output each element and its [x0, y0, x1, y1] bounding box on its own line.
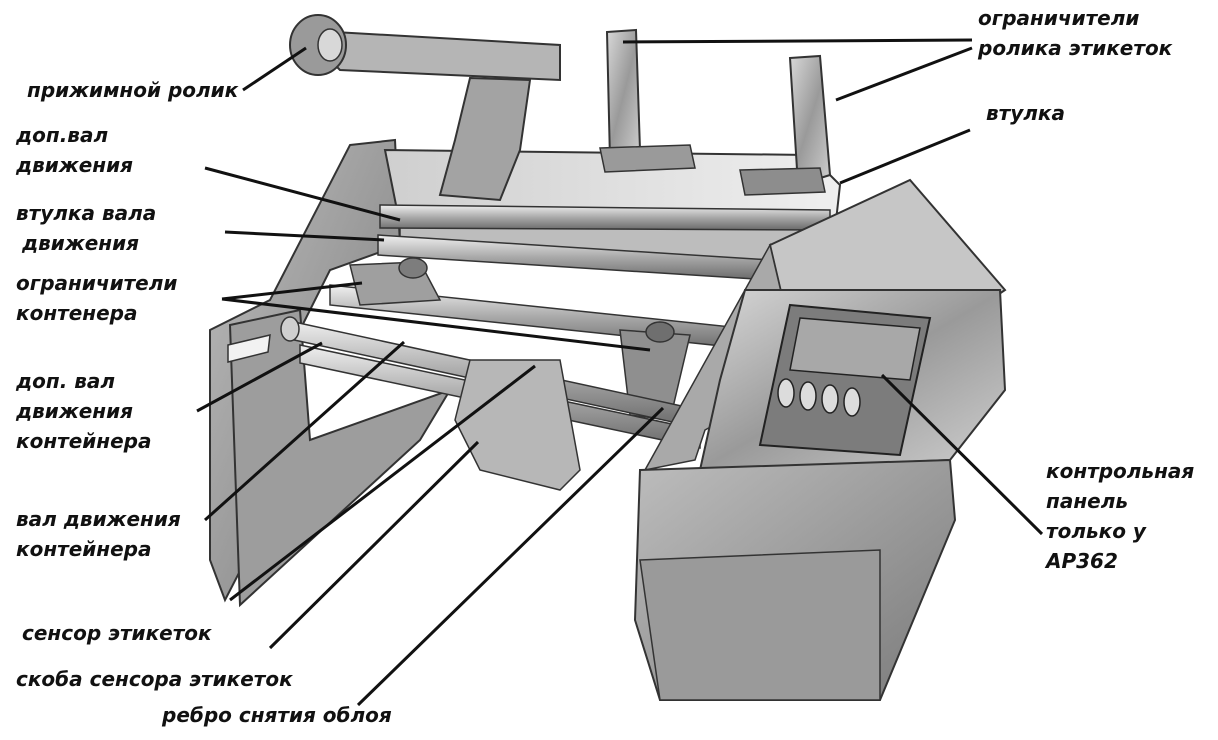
label-container-guides: ограничители контенера [16, 268, 177, 328]
label-container-drive-shaft: вал движения контейнера [16, 504, 181, 564]
label-aux-drive-shaft-line2: движения [16, 153, 133, 177]
leader-aux-drive-shaft [204, 166, 401, 222]
label-drive-shaft-hub: втулка вала движения [16, 198, 156, 258]
label-control-panel-line1: контрольная [1046, 459, 1195, 483]
label-control-panel-line2: панель [1046, 489, 1128, 513]
label-roll-guide-right-base [739, 167, 826, 196]
label-pressure-roller: прижимной ролик [27, 78, 239, 102]
leader-hub [839, 128, 971, 185]
base-housing-front [639, 549, 881, 701]
label-roll-guide-left [605, 28, 642, 162]
label-hub: втулка [986, 101, 1066, 125]
leader-pressure-roller [242, 46, 307, 92]
label-label-roll-guides-line2: ролика этикеток [978, 36, 1173, 60]
pressure-roller-hub [317, 28, 343, 62]
leader-container-guide-left [221, 281, 363, 301]
label-aux-drive-shaft: доп.вал движения [16, 120, 133, 180]
label-aux-container-drive-shaft: доп. вал движения контейнера [16, 366, 152, 456]
display-window [789, 317, 921, 381]
label-control-panel-line4: AP362 [1046, 549, 1118, 573]
label-label-sensor: сенсор этикеток [22, 621, 212, 645]
container-guide-right-knob [645, 321, 675, 343]
leader-container-guide-right [221, 297, 651, 352]
label-control-panel: контрольная панель только у AP362 [1046, 456, 1194, 576]
shaft-slot [227, 334, 271, 363]
leader-label-sensor [229, 364, 536, 602]
label-container-guides-line2: контенера [16, 301, 138, 325]
panel-button-3 [821, 384, 839, 414]
arm-bracket [438, 76, 532, 202]
label-aux-container-drive-shaft-line2: движения [16, 399, 133, 423]
leader-peel-edge [356, 406, 665, 707]
label-container-drive-shaft-line2: контейнера [16, 537, 152, 561]
container-guide-left-knob [398, 257, 428, 279]
panel-button-1 [777, 378, 795, 408]
leader-control-panel [880, 373, 1044, 536]
label-aux-container-drive-shaft-line3: контейнера [16, 429, 152, 453]
leader-label-roll-guide-right [835, 46, 973, 102]
label-container-guides-line1: ограничители [16, 271, 178, 295]
aux-drive-shaft [379, 204, 831, 231]
leader-drive-shaft-hub [224, 230, 385, 242]
label-label-roll-guides: ограничители ролика этикеток [978, 3, 1172, 63]
label-aux-drive-shaft-line1: доп.вал [16, 123, 109, 147]
leader-label-roll-guide-left [622, 38, 973, 44]
label-roll-guide-right [788, 54, 832, 187]
label-aux-container-drive-shaft-line1: доп. вал [16, 369, 116, 393]
label-label-roll-guides-line1: ограничители [978, 6, 1140, 30]
label-drive-shaft-hub-line2: движения [22, 231, 139, 255]
panel-button-4 [843, 387, 861, 417]
label-container-drive-shaft-line1: вал движения [16, 507, 181, 531]
label-label-sensor-bracket: скоба сенсора этикеток [16, 667, 293, 691]
label-drive-shaft-hub-line1: втулка вала [16, 201, 157, 225]
leader-container-drive-shaft [203, 340, 406, 522]
label-peel-edge: ребро снятия облоя [162, 703, 392, 727]
label-roll-guide-left-base [599, 144, 696, 173]
aux-container-shaft-end [280, 316, 300, 342]
panel-button-2 [799, 381, 817, 411]
label-control-panel-line3: только у [1046, 519, 1146, 543]
label-sensor-bracket [454, 359, 581, 491]
leader-lines [196, 38, 1044, 707]
leader-label-sensor-bracket [268, 440, 480, 650]
leader-aux-container-drive-shaft [196, 341, 323, 413]
